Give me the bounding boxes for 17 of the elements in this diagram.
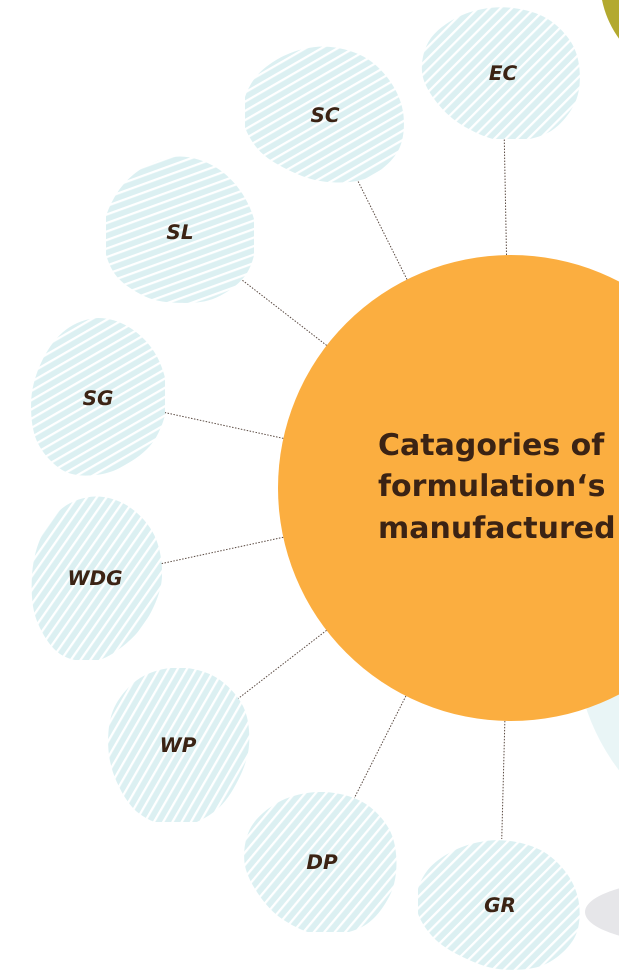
connector-line [237, 630, 328, 700]
formulation-label: GR [484, 893, 516, 917]
formulation-label: SC [310, 103, 340, 127]
formulation-label: WP [160, 733, 196, 757]
connector-line [239, 278, 328, 346]
formulation-label: SG [82, 386, 114, 410]
formulation-label: WDG [67, 566, 123, 590]
connector-line [160, 536, 284, 564]
connector-line [504, 138, 507, 256]
connector-line [354, 695, 406, 798]
connector-line [501, 720, 506, 840]
heading-text: Catagories of formulation‘s manufactured [378, 427, 617, 548]
formulation-label: SL [166, 220, 194, 244]
connector-line [356, 178, 408, 280]
formulation-label: EC [488, 61, 518, 85]
formulation-label: DP [306, 850, 338, 874]
connector-line [163, 412, 284, 439]
